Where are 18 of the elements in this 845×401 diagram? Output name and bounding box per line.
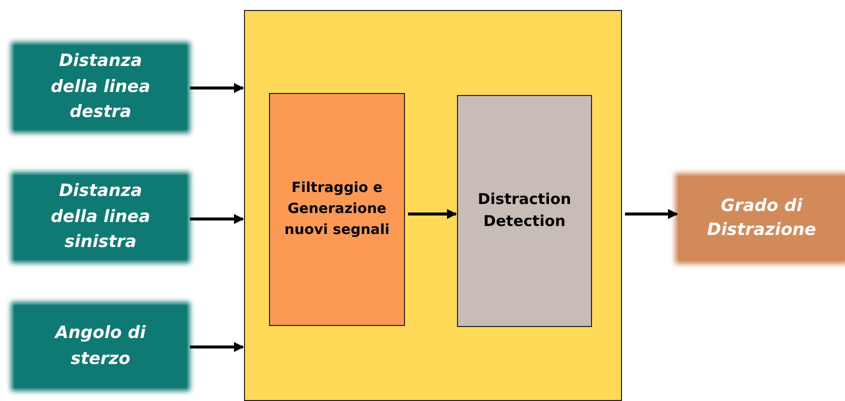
- arrow: [625, 209, 678, 219]
- node-label: Filtraggio e Generazione nuovi segnali: [283, 179, 391, 240]
- node-label: Distanza della linea sinistra: [50, 180, 152, 254]
- node-label: Distanza della linea destra: [50, 50, 152, 124]
- input-box: [14, 45, 187, 130]
- node-label: Grado di Distrazione: [706, 194, 818, 242]
- process-box: [269, 93, 405, 326]
- input-box: [14, 305, 187, 388]
- arrow: [408, 209, 457, 219]
- arrow: [190, 83, 244, 93]
- system-box: [244, 10, 622, 401]
- input-box: [14, 175, 187, 260]
- output-box: [678, 176, 845, 261]
- process-box: [457, 95, 592, 327]
- arrow: [190, 214, 244, 224]
- node-label: Angolo di sterzo: [53, 322, 147, 370]
- arrow: [190, 342, 244, 352]
- node-label: Distraction Detection: [476, 189, 572, 232]
